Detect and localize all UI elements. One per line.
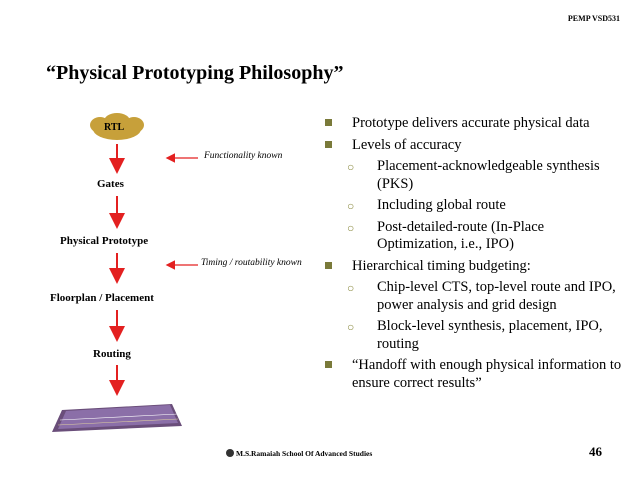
square-bullet-icon: [325, 140, 332, 148]
bullet-item: Prototype delivers accurate physical dat…: [325, 115, 625, 133]
bullet-list: Prototype delivers accurate physical dat…: [325, 115, 625, 396]
sub-bullet-text: Including global route: [377, 197, 506, 213]
bullet-item: Hierarchical timing budgeting:: [325, 258, 625, 276]
sub-bullet-text: Placement-acknowledgeable synthesis (PKS…: [377, 158, 600, 192]
ring-bullet-icon: ○: [347, 160, 355, 174]
sub-bullet-item: ○ Including global route: [325, 197, 625, 215]
stage-floorplan-placement: Floorplan / Placement: [50, 292, 154, 304]
chip-layout-image: [52, 404, 182, 432]
stage-gates: Gates: [97, 178, 124, 190]
institution-logo-icon: [226, 449, 234, 457]
note-timing-routability-known: Timing / routability known: [201, 258, 302, 268]
stage-physical-prototype: Physical Prototype: [60, 235, 149, 247]
ring-bullet-icon: ○: [347, 281, 355, 295]
sub-bullet-text: Chip-level CTS, top-level route and IPO,…: [377, 279, 616, 313]
stage-routing: Routing: [93, 348, 131, 360]
sub-bullet-item: ○ Post-detailed-route (In-Place Optimiza…: [325, 219, 625, 254]
bullet-text: Prototype delivers accurate physical dat…: [352, 115, 590, 131]
sub-bullet-item: ○ Chip-level CTS, top-level route and IP…: [325, 279, 625, 314]
note-functionality-known: Functionality known: [204, 151, 283, 161]
sub-bullet-item: ○ Block-level synthesis, placement, IPO,…: [325, 318, 625, 353]
ring-bullet-icon: ○: [347, 199, 355, 213]
sub-bullet-item: ○ Placement-acknowledgeable synthesis (P…: [325, 158, 625, 193]
page-number: 46: [589, 444, 602, 459]
square-bullet-icon: [325, 119, 332, 126]
sub-bullet-text: Post-detailed-route (In-Place Optimizati…: [377, 218, 545, 253]
bullet-item: Levels of accuracy: [325, 137, 625, 155]
flow-arrows: [52, 113, 198, 432]
institution-name: M.S.Ramaiah School Of Advanced Studies: [236, 449, 373, 458]
design-flow-diagram: RTL Gates Physical Prototype Floorplan /…: [0, 0, 330, 440]
footer-institution: M.S.Ramaiah School Of Advanced Studies: [226, 449, 372, 458]
slide-title: “Physical Prototyping Philosophy”: [46, 62, 344, 84]
bullet-item: “Handoff with enough physical informatio…: [325, 357, 625, 392]
bullet-text: “Handoff with enough physical informatio…: [352, 357, 622, 391]
ring-bullet-icon: ○: [347, 220, 355, 235]
square-bullet-icon: [325, 361, 332, 368]
course-code: PEMP VSD531: [567, 14, 620, 23]
ring-bullet-icon: ○: [347, 320, 355, 334]
bullet-text: Hierarchical timing budgeting:: [352, 257, 531, 274]
stage-rtl: RTL: [104, 122, 125, 133]
bullet-text: Levels of accuracy: [352, 136, 462, 153]
sub-bullet-text: Block-level synthesis, placement, IPO, r…: [377, 318, 603, 352]
rtl-cloud-shape: [90, 113, 144, 140]
square-bullet-icon: [325, 261, 332, 269]
